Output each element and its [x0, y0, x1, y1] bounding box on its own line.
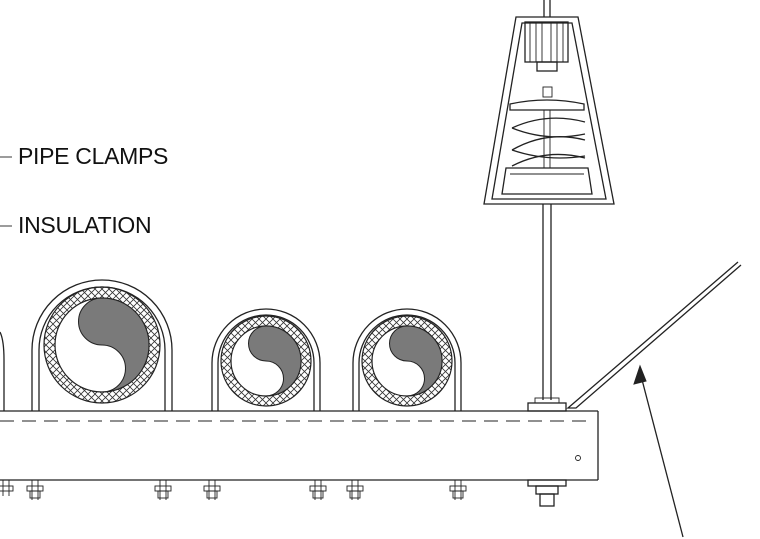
partial-clamp-left — [0, 331, 5, 411]
diagonal-brace — [566, 261, 742, 409]
beam-bolts — [0, 480, 467, 500]
support-beam — [0, 410, 599, 481]
pipe-assembly-3 — [352, 308, 462, 411]
pipe-assembly-1 — [31, 279, 173, 411]
spring-hanger — [483, 0, 615, 507]
pointer-arrow — [633, 364, 684, 538]
label-pipe-clamps: PIPE CLAMPS — [18, 143, 169, 169]
label-insulation: INSULATION — [18, 212, 152, 238]
pipe-assembly-2 — [211, 308, 321, 411]
